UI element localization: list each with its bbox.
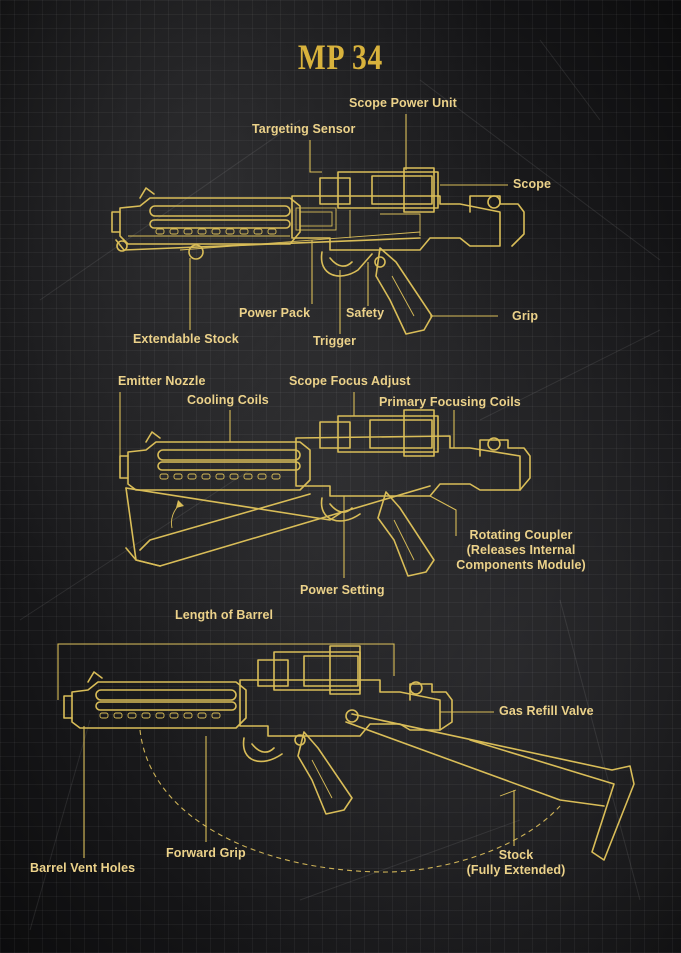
label-primary-focusing-coils: Primary Focusing Coils bbox=[379, 395, 521, 409]
background-scratches bbox=[19, 39, 661, 931]
rifle-2-vent-holes bbox=[159, 473, 281, 480]
label-length-of-barrel: Length of Barrel bbox=[175, 608, 274, 622]
label-rotating-coupler-line-3: Components Module) bbox=[456, 558, 586, 572]
label-stock-line-1: Stock bbox=[498, 848, 534, 862]
label-trigger: Trigger bbox=[313, 334, 357, 348]
label-extendable-stock: Extendable Stock bbox=[133, 332, 239, 346]
rifle-1-vent-holes bbox=[155, 228, 277, 235]
rifle-3-drawing bbox=[57, 643, 635, 873]
label-targeting-sensor: Targeting Sensor bbox=[252, 122, 356, 136]
rifle-2-leader-lines bbox=[119, 392, 457, 578]
label-cooling-coils: Cooling Coils bbox=[187, 393, 269, 407]
label-scope: Scope bbox=[513, 177, 552, 191]
label-gas-refill-valve: Gas Refill Valve bbox=[499, 704, 594, 718]
poster-title: MP 34 bbox=[297, 37, 384, 77]
label-power-pack: Power Pack bbox=[239, 306, 311, 320]
label-stock-line-2: (Fully Extended) bbox=[466, 863, 566, 877]
label-rotating-coupler-line-2: (Releases Internal bbox=[466, 543, 576, 557]
label-safety: Safety bbox=[346, 306, 385, 320]
label-forward-grip: Forward Grip bbox=[166, 846, 246, 860]
rifle-3-leader-lines bbox=[83, 711, 515, 858]
label-scope-focus-adjust: Scope Focus Adjust bbox=[289, 374, 411, 388]
label-barrel-vent-holes: Barrel Vent Holes bbox=[30, 861, 136, 875]
rifle-2-drawing bbox=[119, 409, 531, 577]
label-scope-power-unit: Scope Power Unit bbox=[349, 96, 457, 110]
rifle-1-leader-lines bbox=[189, 114, 508, 334]
label-rotating-coupler-line-1: Rotating Coupler bbox=[469, 528, 573, 542]
label-rotating-coupler: Rotating Coupler (Releases Internal Comp… bbox=[446, 528, 596, 573]
label-power-setting: Power Setting bbox=[300, 583, 385, 597]
label-emitter-nozzle: Emitter Nozzle bbox=[118, 374, 206, 388]
label-grip: Grip bbox=[512, 309, 539, 323]
rifle-1-drawing bbox=[111, 167, 525, 335]
label-stock: Stock (Fully Extended) bbox=[456, 848, 576, 878]
rifle-3-vent-holes bbox=[99, 712, 221, 719]
